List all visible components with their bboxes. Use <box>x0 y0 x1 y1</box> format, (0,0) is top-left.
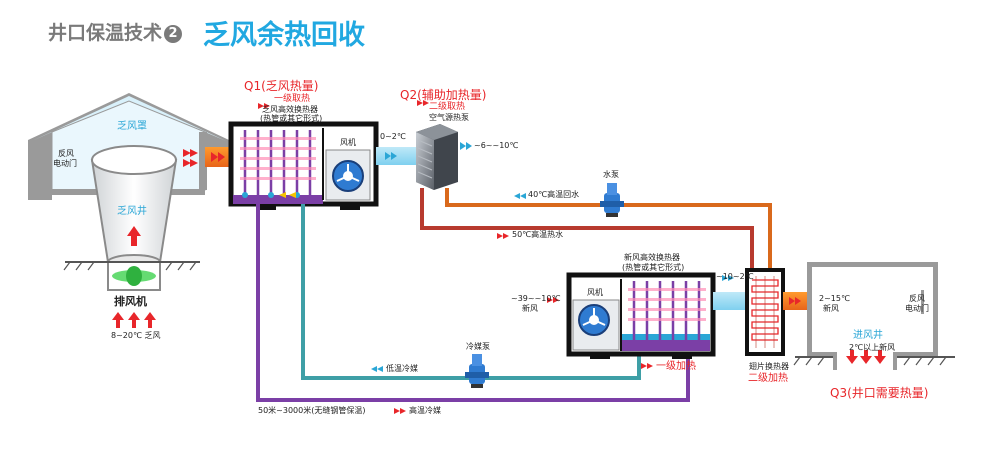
step-number-badge: 2 <box>164 25 183 43</box>
low-temp-refrigerant-label: 低温冷媒 <box>386 364 418 373</box>
q2-device: 空气源热泵 <box>429 113 469 122</box>
left-damper-label-1: 反风 <box>58 149 74 158</box>
fresh-device-1: 新风高效换热器 <box>624 253 680 262</box>
water-pump-icon <box>600 183 624 217</box>
fresh-fan-label: 风机 <box>587 288 603 297</box>
intake-temp: 2~15℃ <box>819 294 850 303</box>
right-damper-label-2: 电动门 <box>905 304 929 313</box>
fresh-air-exchanger-box <box>566 272 716 359</box>
fresh-inlet-label: 新风 <box>522 304 538 313</box>
intake-down-arrows <box>846 350 886 364</box>
water-supply-label: 50℃高温热水 <box>512 230 564 239</box>
water-pump-label: 水泵 <box>603 170 619 179</box>
q3-title: Q3(井口需要热量) <box>830 386 929 400</box>
q1-stage: 一级取热 <box>274 94 311 104</box>
hood-label: 乏风罩 <box>117 121 147 132</box>
refrigerant-pump-label: 冷媒泵 <box>466 342 490 351</box>
q1-device-1: 乏风高效换热器 <box>262 105 318 114</box>
fresh-inlet-temp: ~39~~10℃ <box>511 294 561 303</box>
left-damper-label-2: 电动门 <box>53 159 77 168</box>
title-text: 井口保温技术 <box>48 22 163 44</box>
hood-outlet-arrows <box>183 149 198 167</box>
refrigerant-pump-icon <box>465 354 489 388</box>
pipe-length-label: 50米~3000米(无缝钢管保温) <box>258 406 366 415</box>
water-return-label: 40℃高温回水 <box>528 190 580 199</box>
water-loop-pipes <box>420 188 772 270</box>
stage1-heating-label: 一级加热 <box>656 361 696 372</box>
q1-device-2: (热管或其它形式) <box>260 114 323 123</box>
stage2-heating-label: 二级加热 <box>748 373 788 384</box>
q2-small-arrows <box>417 100 429 106</box>
q1-exchanger-box <box>228 121 379 210</box>
intake-shaft-label: 进风井 <box>853 330 883 341</box>
ground-left <box>63 261 200 271</box>
q2-outlet-temp: ~6~~10℃ <box>474 141 519 150</box>
exhaust-air-temp: 8~20℃ 乏风 <box>111 331 161 340</box>
q1-outlet-temp: 0~2℃ <box>380 132 406 141</box>
q1-small-arrows <box>258 103 270 109</box>
exhaust-shaft <box>90 145 178 291</box>
high-temp-refrigerant-label: 高温冷媒 <box>409 406 441 415</box>
exhaust-shaft-label: 乏风井 <box>117 206 147 217</box>
fresh-device-2: (热管或其它形式) <box>622 263 685 272</box>
intake-air-label: 新风 <box>823 304 839 313</box>
right-damper-label-1: 反风 <box>909 294 925 303</box>
fin-exchanger-label: 翅片换热器 <box>749 362 789 371</box>
heat-pump-unit <box>416 124 458 190</box>
q2-stage: 二级取热 <box>429 102 466 112</box>
q1-title: Q1(乏风热量) <box>244 79 319 93</box>
intake-building <box>793 262 955 370</box>
fin-heat-exchanger <box>745 268 785 356</box>
exhaust-up-arrows <box>112 312 156 328</box>
exhaust-fan-label: 排风机 <box>114 295 147 308</box>
page-subtitle: 乏风余热回收 <box>203 20 365 51</box>
q2-title: Q2(辅助加热量) <box>400 88 487 102</box>
q1-fan-label: 风机 <box>340 138 356 147</box>
intake-above-temp: 2℃以上新风 <box>849 343 896 352</box>
cold-duct-2 <box>713 292 747 310</box>
fresh-mid-temp: ~10~2℃ <box>716 272 754 281</box>
